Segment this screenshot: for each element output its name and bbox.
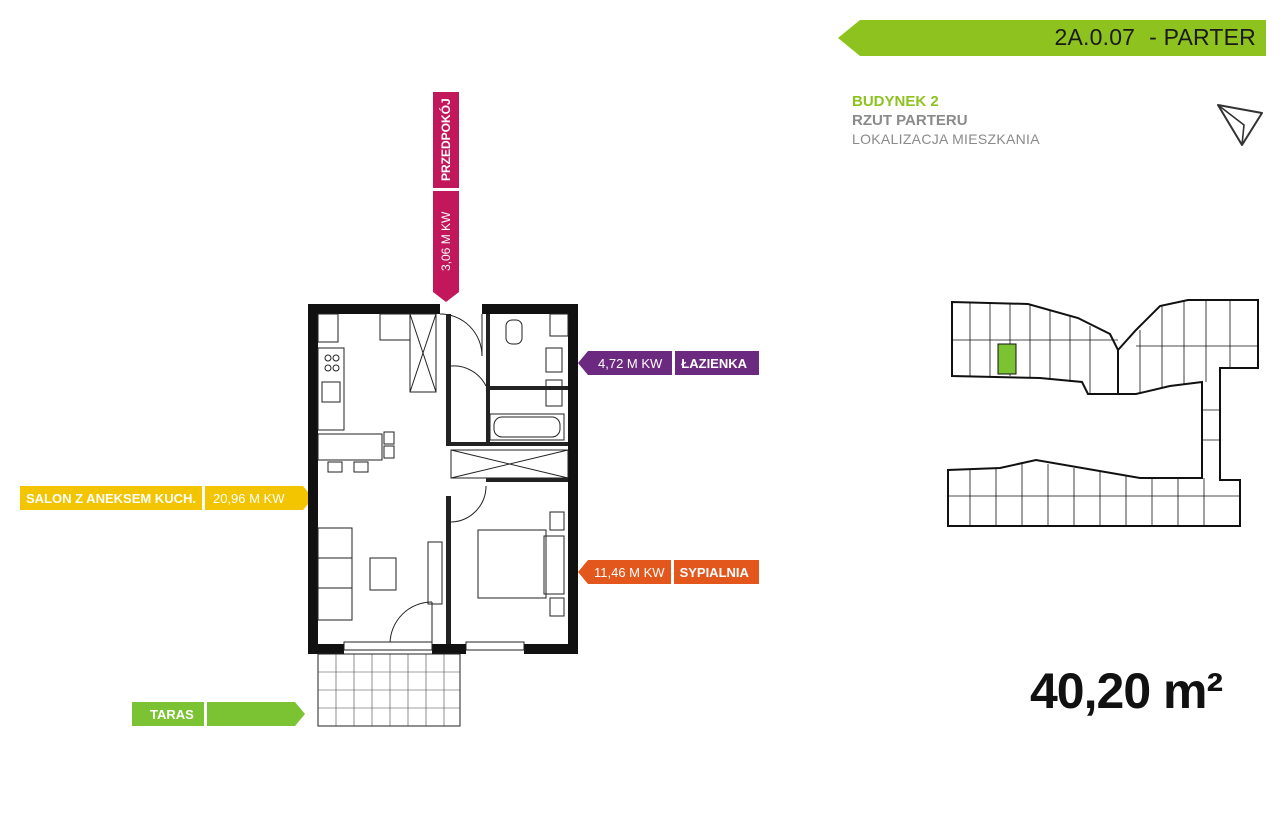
highlighted-unit (997, 343, 1017, 375)
site-plan-svg (947, 299, 1259, 527)
tag-salon: SALON Z ANEKSEM KUCH. 20,96 M KW (20, 486, 313, 510)
plan-name: RZUT PARTERU (852, 112, 968, 129)
apartment-floor-plan (300, 296, 590, 741)
location-label: LOKALIZACJA MIESZKANIA (852, 131, 1040, 147)
tag-sypialnia: 11,46 M KW SYPIALNIA (578, 560, 759, 584)
sypialnia-name: SYPIALNIA (673, 560, 759, 584)
floor-label: - PARTER (1149, 24, 1256, 50)
sypialnia-area: 11,46 M KW (588, 560, 671, 584)
taras-area-empty (206, 702, 295, 726)
total-area: 40,20 m² (1030, 663, 1223, 719)
building-info: BUDYNEK 2 RZUT PARTERU LOKALIZACJA MIESZ… (852, 92, 1040, 149)
unit-header-banner: 2A.0.07 - PARTER (838, 20, 1266, 56)
tag-taras: TARAS (132, 702, 305, 726)
building-name: BUDYNEK 2 (852, 93, 939, 110)
tag-przedpokoj: PRZEDPOKÓJ 3,06 M KW (433, 92, 459, 302)
tag-lazienka: 4,72 M KW ŁAZIENKA (578, 351, 760, 375)
przedpokoj-name: PRZEDPOKÓJ (439, 98, 453, 182)
floor-plan-svg (308, 304, 578, 727)
header-text: 2A.0.07 - PARTER (1040, 24, 1256, 51)
building-site-plan (940, 290, 1270, 540)
compass-arrow-icon (1214, 101, 1266, 149)
lazienka-name: ŁAZIENKA (675, 351, 760, 375)
unit-code: 2A.0.07 (1054, 24, 1136, 50)
taras-name: TARAS (132, 702, 204, 726)
lazienka-area: 4,72 M KW (588, 351, 673, 375)
salon-name: SALON Z ANEKSEM KUCH. (20, 486, 202, 510)
przedpokoj-area: 3,06 M KW (439, 211, 453, 272)
banner-shape (838, 20, 1266, 56)
salon-area: 20,96 M KW (204, 486, 303, 510)
